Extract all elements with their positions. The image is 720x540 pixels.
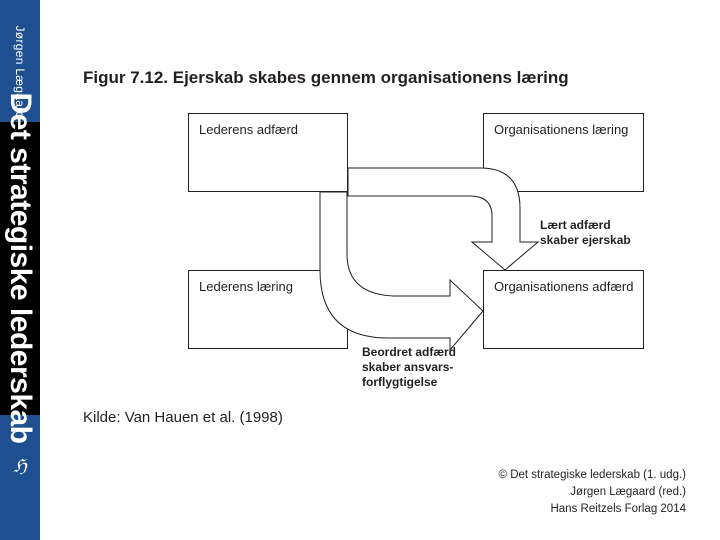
label-line: skaber ansvars-: [362, 360, 454, 374]
label-line: Beordret adfærd: [362, 345, 457, 359]
box-lederens-adfaerd: Lederens adfærd: [188, 113, 348, 192]
publisher-logo: ℌ: [13, 456, 27, 476]
copyright-line: Hans Reitzels Forlag 2014: [550, 503, 686, 515]
label-line: forflygtigelse: [362, 375, 438, 389]
label-line: Lært adfærd: [540, 218, 611, 232]
box-organisationens-adfaerd: Organisationens adfærd: [483, 270, 644, 349]
label-line: skaber ejerskab: [540, 233, 631, 247]
box-label: Lederens læring: [199, 279, 293, 294]
curved-arrow-learned-behavior: [347, 167, 540, 271]
book-title-band: [0, 122, 40, 415]
figure-title: Figur 7.12. Ejerskab skabes gennem organ…: [83, 68, 569, 87]
copyright-line: Jørgen Lægaard (red.): [570, 486, 686, 498]
arrow-label-learned: Lært adfærd skaber ejerskab: [540, 218, 631, 248]
box-label: Lederens adfærd: [199, 122, 299, 137]
sidebar: Jørgen Lægaard Det strategiske lederskab…: [0, 0, 40, 540]
copyright-line: © Det strategiske lederskab (1. udg.): [498, 469, 686, 481]
figure-source: Kilde: Van Hauen et al. (1998): [83, 409, 283, 426]
box-label: Organisationens læring: [494, 122, 629, 137]
box-label: Organisationens adfærd: [494, 279, 634, 294]
curved-arrow-ordered-behavior: [319, 191, 484, 352]
copyright-notice: © Det strategiske lederskab (1. udg.) Jø…: [499, 467, 686, 518]
arrow-label-ordered: Beordret adfærd skaber ansvars- forflygt…: [362, 345, 456, 390]
